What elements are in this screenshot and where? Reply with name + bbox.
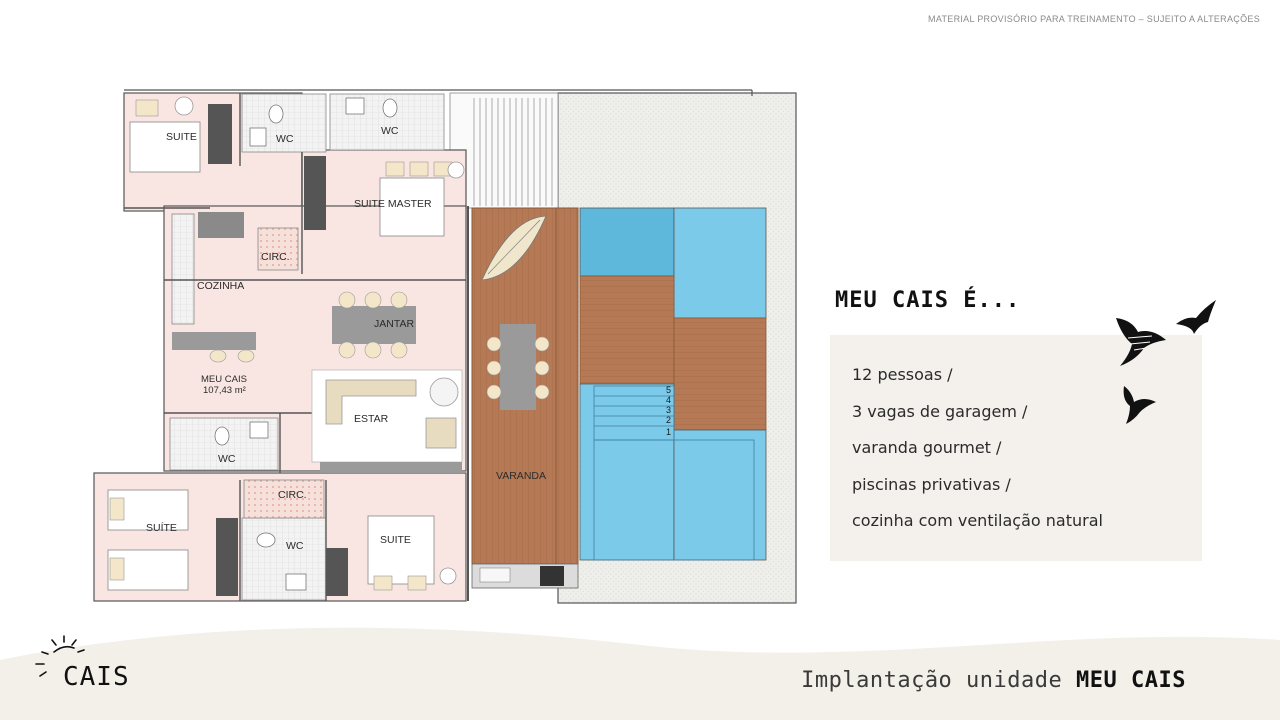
bird-icon: [1123, 386, 1156, 424]
footer-wave: [0, 627, 1280, 720]
page-title: Implantação unidade MEU CAIS: [801, 668, 1186, 693]
feature-item: piscinas privativas /: [852, 474, 1011, 494]
room-label-wc-3: WC: [218, 453, 236, 465]
features-list: 12 pessoas / 3 vagas de garagem / varand…: [830, 335, 1202, 546]
unit-name-label: MEU CAIS: [201, 374, 247, 385]
room-label-wc-4: WC: [286, 540, 304, 552]
feature-item: 3 vagas de garagem /: [852, 401, 1028, 421]
features-headline: MEU CAIS É...: [835, 288, 1021, 313]
pool-step-1: 1: [666, 427, 672, 437]
pool-step-4: 4: [666, 395, 672, 405]
room-label-suite-master: SUITE MASTER: [354, 198, 432, 210]
birds-decoration: [1116, 300, 1216, 424]
room-label-suite-top: SUITE: [166, 131, 197, 143]
disclaimer-text: MATERIAL PROVISÓRIO PARA TREINAMENTO – S…: [928, 14, 1260, 24]
room-label-jantar: JANTAR: [374, 318, 415, 330]
features-box: 12 pessoas / 3 vagas de garagem / varand…: [830, 335, 1202, 561]
logo-text: CAIS: [63, 662, 130, 692]
feature-item: 12 pessoas /: [852, 365, 953, 384]
bird-icon: [1176, 300, 1216, 334]
room-label-cozinha: COZINHA: [197, 280, 245, 292]
pool-step-5: 5: [666, 385, 672, 395]
page-title-prefix: Implantação unidade: [801, 668, 1063, 693]
sun-icon: [35, 635, 85, 677]
floor-plan-drawing: [93, 89, 797, 604]
feature-item: varanda gourmet /: [852, 438, 1002, 457]
cais-logo: [35, 635, 85, 677]
feature-item: cozinha com ventilação natural: [852, 511, 1103, 530]
pool-step-2: 2: [666, 415, 672, 425]
unit-area-label: 107,43 m²: [203, 385, 246, 396]
pool-step-3: 3: [666, 405, 672, 415]
room-label-wc-1: WC: [276, 133, 294, 145]
room-label-circ-1: CIRC.: [261, 251, 290, 263]
room-label-suite-bottom-left: SUÍTE: [146, 522, 177, 534]
room-label-varanda: VARANDA: [496, 470, 546, 482]
bird-icon: [1116, 318, 1166, 366]
room-label-estar: ESTAR: [354, 413, 389, 425]
page-title-emphasis: MEU CAIS: [1076, 668, 1186, 693]
room-label-circ-2: CIRC.: [278, 489, 307, 501]
room-label-wc-2: WC: [381, 125, 399, 137]
room-label-suite-bottom: SUITE: [380, 534, 411, 546]
floor-plan: SUITE WC WC SUITE MASTER CIRC. COZINHA J…: [90, 88, 800, 606]
